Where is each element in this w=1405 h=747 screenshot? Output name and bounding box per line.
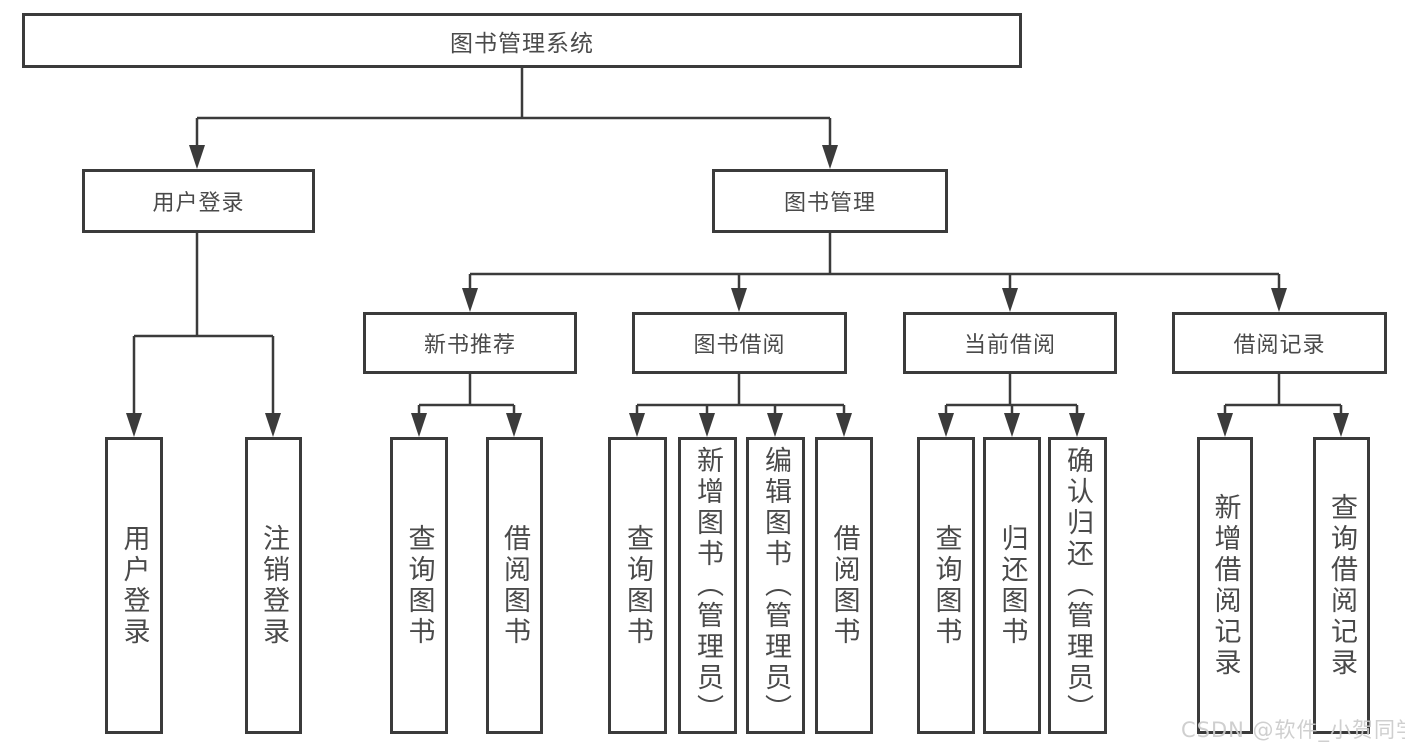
leaf-query-borrow-record: 查询借阅记录 bbox=[1313, 437, 1370, 734]
node-label: 图书借阅 bbox=[693, 333, 786, 358]
leaf-edit-books-admin: 编辑图书（管理员） bbox=[746, 437, 805, 734]
node-label: 当前借阅 bbox=[963, 333, 1056, 358]
csdn-watermark: CSDN @软件_小贺同学 bbox=[1181, 718, 1405, 742]
leaf-add-borrow-record: 新增借阅记录 bbox=[1197, 437, 1253, 734]
node-borrowing-records: 借阅记录 bbox=[1172, 312, 1387, 374]
node-label: 归还图书 bbox=[996, 523, 1028, 648]
node-label: 注销登录 bbox=[258, 523, 289, 648]
node-label: 借阅图书 bbox=[828, 523, 860, 648]
node-label: 借阅记录 bbox=[1233, 333, 1326, 358]
node-label: 确认归还（管理员） bbox=[1062, 446, 1093, 725]
node-label: 新增图书（管理员） bbox=[692, 446, 723, 725]
node-label: 用户登录 bbox=[152, 191, 245, 216]
leaf-user-login: 用户登录 bbox=[105, 437, 163, 734]
node-label: 查询图书 bbox=[930, 523, 962, 648]
node-label: 查询借阅记录 bbox=[1326, 492, 1357, 679]
node-current-borrowing: 当前借阅 bbox=[903, 312, 1117, 374]
leaf-query-books-current: 查询图书 bbox=[917, 437, 975, 734]
node-label: 新增借阅记录 bbox=[1209, 492, 1241, 679]
node-label: 查询图书 bbox=[622, 523, 653, 648]
node-label: 图书管理系统 bbox=[450, 30, 594, 57]
leaf-logout: 注销登录 bbox=[245, 437, 302, 734]
node-library-system: 图书管理系统 bbox=[22, 13, 1022, 68]
leaf-query-books-borrow: 查询图书 bbox=[608, 437, 667, 734]
leaf-query-books-recommend: 查询图书 bbox=[390, 437, 448, 734]
node-user-login: 用户登录 bbox=[82, 169, 315, 233]
node-book-borrowing: 图书借阅 bbox=[632, 312, 847, 374]
node-book-management: 图书管理 bbox=[712, 169, 948, 233]
node-label: 借阅图书 bbox=[499, 523, 530, 648]
node-label: 用户登录 bbox=[118, 523, 150, 648]
node-label: 查询图书 bbox=[403, 523, 435, 648]
leaf-borrow-books-borrow: 借阅图书 bbox=[815, 437, 873, 734]
node-label: 图书管理 bbox=[783, 191, 876, 216]
node-label: 编辑图书（管理员） bbox=[760, 446, 791, 725]
leaf-add-books-admin: 新增图书（管理员） bbox=[678, 437, 737, 734]
leaf-confirm-return-admin: 确认归还（管理员） bbox=[1048, 437, 1107, 734]
node-new-book-recommend: 新书推荐 bbox=[363, 312, 577, 374]
node-label: 新书推荐 bbox=[423, 333, 516, 358]
leaf-return-books: 归还图书 bbox=[983, 437, 1041, 734]
leaf-borrow-books-recommend: 借阅图书 bbox=[486, 437, 543, 734]
